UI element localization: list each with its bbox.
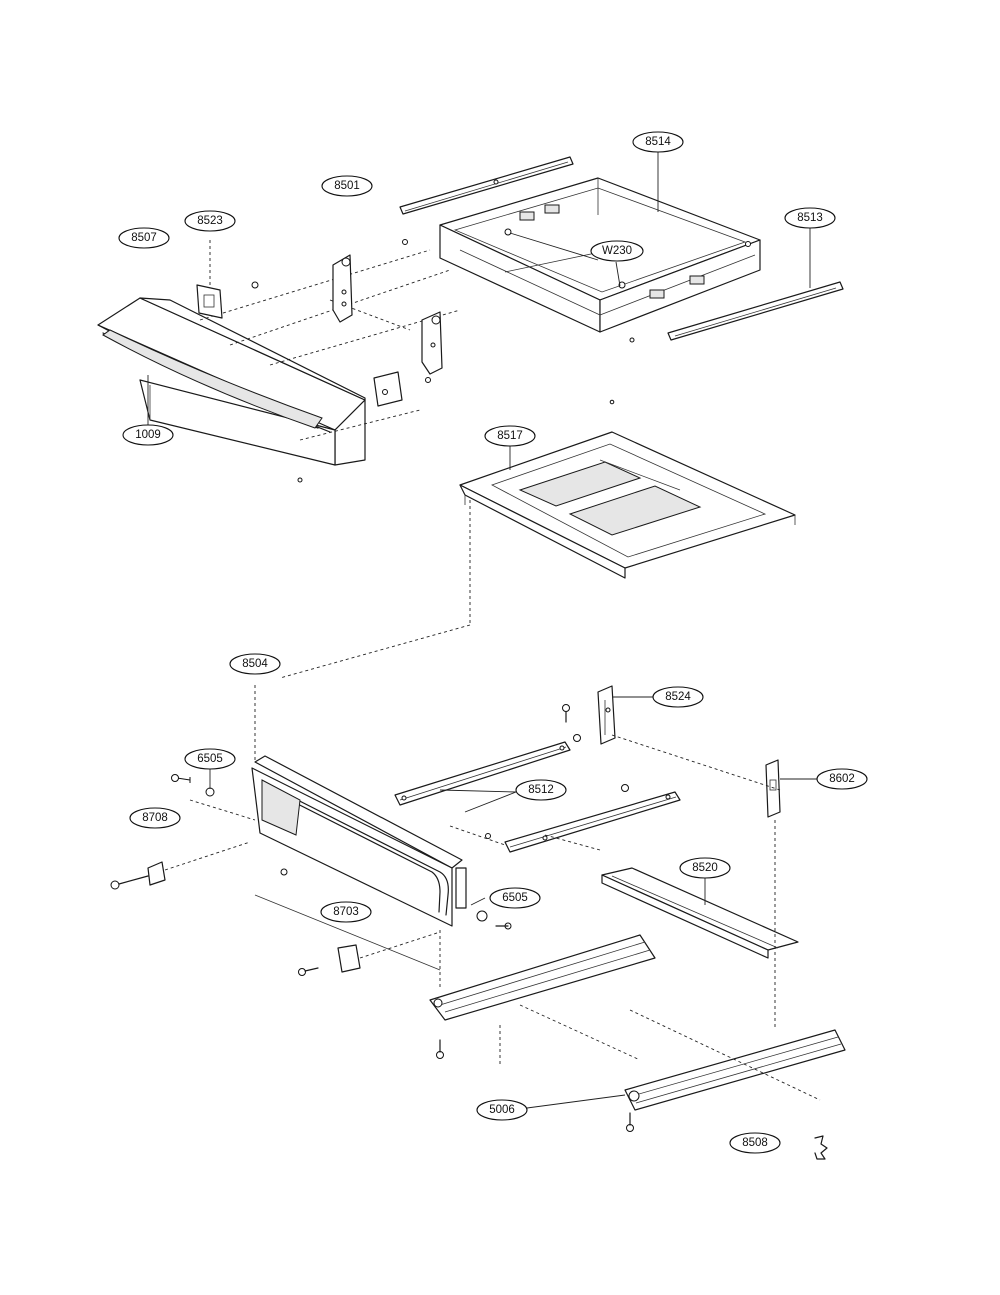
slide-rail-lower-8512 bbox=[504, 791, 681, 853]
svg-text:8523: 8523 bbox=[197, 215, 223, 227]
callout-6505-upper: 6505 bbox=[184, 748, 236, 770]
svg-text:8501: 8501 bbox=[334, 180, 360, 192]
frame-front-8504 bbox=[251, 755, 467, 971]
callout-8508: 8508 bbox=[729, 1132, 781, 1154]
svg-text:8513: 8513 bbox=[797, 212, 823, 224]
svg-text:1009: 1009 bbox=[135, 429, 161, 441]
callout-8507: 8507 bbox=[118, 227, 170, 249]
top-rail-8501 bbox=[399, 156, 574, 215]
callout-8520: 8520 bbox=[679, 857, 731, 879]
callout-8517: 8517 bbox=[484, 425, 536, 447]
small-bracket bbox=[373, 371, 431, 407]
callout-8501: 8501 bbox=[321, 175, 373, 197]
drawer-box bbox=[439, 177, 761, 343]
callout-8602: 8602 bbox=[816, 768, 868, 790]
lower-slide-right bbox=[624, 1029, 846, 1111]
screws-group bbox=[110, 704, 828, 1160]
callout-8703: 8703 bbox=[320, 901, 372, 923]
bracket-8524 bbox=[597, 685, 616, 745]
callout-W230: W230 bbox=[590, 240, 644, 262]
slide-rail-upper-8512 bbox=[394, 741, 571, 806]
callout-8513: 8513 bbox=[784, 207, 836, 229]
svg-text:5006: 5006 bbox=[489, 1104, 515, 1116]
callout-5006: 5006 bbox=[476, 1099, 528, 1121]
drawer-bottom-8517 bbox=[459, 399, 796, 579]
callout-1009: 1009 bbox=[122, 424, 174, 446]
svg-text:6505: 6505 bbox=[502, 892, 528, 904]
side-rail-8513 bbox=[667, 281, 844, 341]
svg-text:8512: 8512 bbox=[528, 784, 554, 796]
screw-icon bbox=[402, 239, 408, 245]
svg-text:6505: 6505 bbox=[197, 753, 223, 765]
svg-text:8602: 8602 bbox=[829, 773, 855, 785]
svg-text:8507: 8507 bbox=[131, 232, 157, 244]
callout-6505-lower: 6505 bbox=[489, 887, 541, 909]
svg-text:8520: 8520 bbox=[692, 862, 718, 874]
drawer-front-panel bbox=[97, 249, 461, 466]
tray-8520 bbox=[601, 867, 799, 959]
svg-text:8517: 8517 bbox=[497, 430, 523, 442]
hinge-bracket-right bbox=[421, 311, 443, 375]
screw-icon bbox=[297, 477, 303, 483]
callout-8708: 8708 bbox=[129, 807, 181, 829]
svg-text:8504: 8504 bbox=[242, 658, 268, 670]
svg-text:W230: W230 bbox=[602, 245, 632, 257]
callout-8504: 8504 bbox=[229, 653, 281, 675]
projection-lines bbox=[164, 500, 821, 1101]
bracket-8602 bbox=[765, 759, 781, 818]
leader-lines bbox=[147, 152, 818, 1109]
svg-text:8703: 8703 bbox=[333, 906, 359, 918]
hinge-bracket-left bbox=[332, 254, 353, 323]
svg-text:8508: 8508 bbox=[742, 1137, 768, 1149]
callout-8524: 8524 bbox=[652, 686, 704, 708]
callout-8514: 8514 bbox=[632, 131, 684, 153]
callout-8523: 8523 bbox=[184, 210, 236, 232]
callout-8512: 8512 bbox=[515, 779, 567, 801]
bracket-8523 bbox=[196, 240, 259, 319]
svg-text:8708: 8708 bbox=[142, 812, 168, 824]
lower-slide-left bbox=[429, 934, 656, 1021]
svg-text:8514: 8514 bbox=[645, 136, 671, 148]
svg-text:8524: 8524 bbox=[665, 691, 691, 703]
